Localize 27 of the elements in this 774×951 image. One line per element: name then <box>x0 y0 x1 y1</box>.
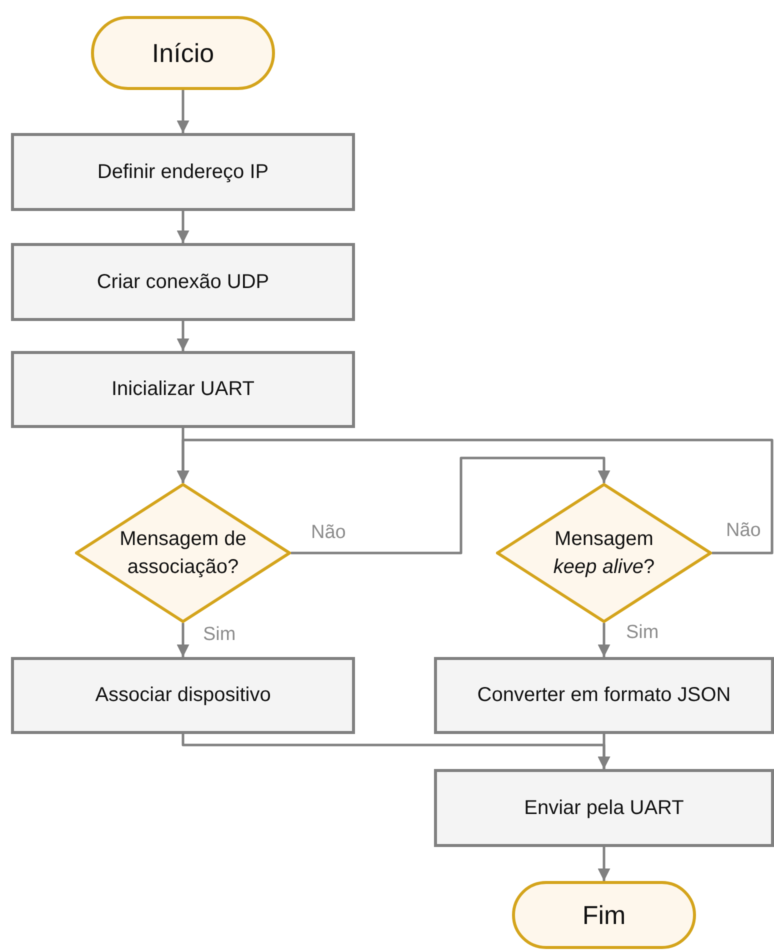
arrow <box>176 438 774 554</box>
process-label: Associar dispositivo <box>94 684 272 707</box>
process-box <box>11 657 355 734</box>
arrow <box>598 623 610 657</box>
process-box <box>11 133 355 211</box>
arrow <box>598 847 610 881</box>
arrow <box>598 734 610 769</box>
process-box <box>434 657 774 734</box>
process-label: Converter em formato JSON <box>476 684 732 707</box>
process-label: Definir endereço IP <box>96 160 270 184</box>
process-box <box>434 769 774 847</box>
process-box <box>11 351 355 428</box>
arrow <box>176 321 190 351</box>
process-box <box>11 243 355 321</box>
process-label: Enviar pela UART <box>523 796 685 820</box>
arrow <box>176 90 190 133</box>
arrow <box>176 623 190 657</box>
decision-diamond <box>75 483 291 623</box>
process-label: Criar conexão UDP <box>96 270 270 294</box>
decision-text: Mensagem de associação? <box>118 527 248 580</box>
decision-diamond <box>496 483 712 623</box>
arrow <box>176 211 190 243</box>
arrow <box>291 456 610 554</box>
decision-text: Mensagem keep alive? <box>552 527 656 580</box>
terminal-label: Início <box>150 38 216 68</box>
process-label: Inicializar UART <box>110 378 256 401</box>
terminal-label: Fim <box>581 900 627 930</box>
